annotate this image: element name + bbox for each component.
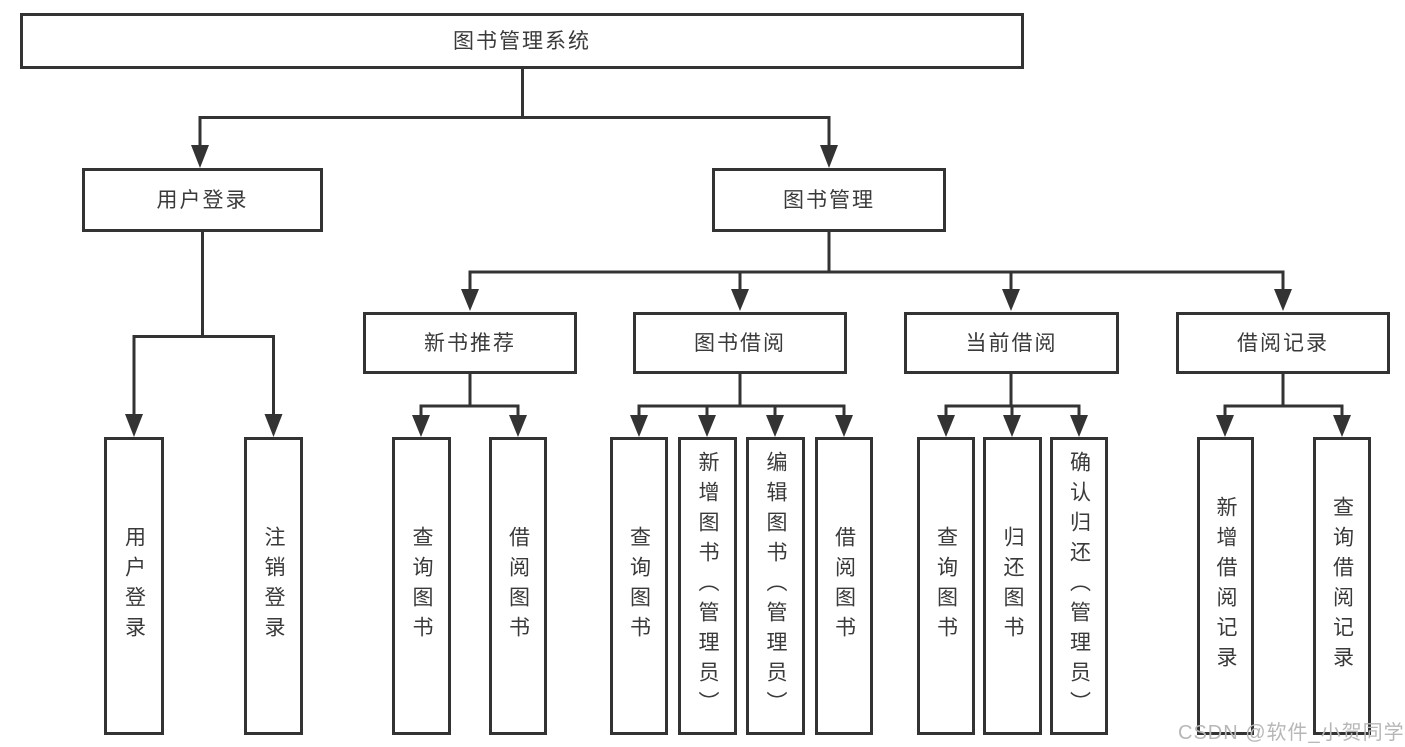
leaf-borrow-books-recommend: 借阅图书 — [489, 437, 547, 735]
leaf-return-books: 归还图书 — [983, 437, 1042, 735]
csdn-watermark: CSDN @软件_小贺同学 — [1178, 722, 1405, 744]
leaf-confirm-return-admin: 确认归还（管理员） — [1050, 437, 1108, 735]
leaf-borrow-books: 借阅图书 — [815, 437, 873, 735]
node-book-borrow: 图书借阅 — [633, 312, 847, 374]
leaf-query-books-current: 查询图书 — [917, 437, 975, 735]
leaf-edit-books-admin: 编辑图书（管理员） — [746, 437, 805, 735]
node-current-borrow: 当前借阅 — [904, 312, 1119, 374]
node-library-system: 图书管理系统 — [20, 13, 1024, 69]
leaf-query-books-borrow: 查询图书 — [610, 437, 668, 735]
node-book-management: 图书管理 — [712, 168, 946, 232]
leaf-add-books-admin: 新增图书（管理员） — [678, 437, 737, 735]
leaf-add-borrow-record: 新增借阅记录 — [1197, 437, 1254, 735]
node-borrow-records: 借阅记录 — [1176, 312, 1390, 374]
leaf-logout-login: 注销登录 — [244, 437, 303, 735]
node-user-login: 用户登录 — [82, 168, 323, 232]
leaf-user-login: 用户登录 — [104, 437, 164, 735]
leaf-query-borrow-record: 查询借阅记录 — [1313, 437, 1371, 735]
node-new-book-recommend: 新书推荐 — [363, 312, 577, 374]
leaf-query-books-recommend: 查询图书 — [392, 437, 451, 735]
